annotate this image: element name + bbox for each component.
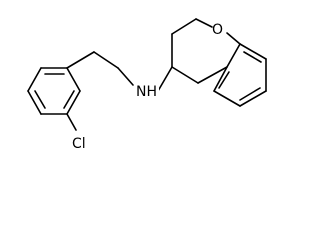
- double-bond-ring2-a: [243, 51, 262, 63]
- bond-ring2-f: [213, 66, 228, 92]
- double-bond-ring1-b: [63, 90, 75, 109]
- bond-c-cl: [66, 113, 77, 131]
- bond-ring1-e: [27, 90, 42, 115]
- double-bond-ring1-c: [34, 90, 46, 109]
- chlorophenyl-ring: [27, 67, 81, 115]
- bond-ring1-f: [27, 67, 42, 92]
- bond-ring1-b: [66, 67, 81, 92]
- chroman-benzene-ring: [213, 43, 267, 107]
- bond-ring2-b: [239, 43, 267, 60]
- bond-ring-ch2: [66, 51, 95, 69]
- chroman-pyran-ring: [171, 18, 241, 84]
- bond-c4a-c8a: [197, 66, 228, 84]
- bond-c3-c2: [171, 18, 197, 35]
- double-bond-ring2-c: [218, 71, 230, 89]
- bond-n-c4: [157, 66, 173, 92]
- nitrogen-atom-label: NH: [136, 84, 157, 100]
- bond-ch2-n: [93, 51, 119, 69]
- bond-ch2-n-end: [117, 67, 134, 86]
- bond-ring2-d: [239, 90, 267, 107]
- bond-c4-c4a: [171, 66, 199, 84]
- bond-c2-o: [195, 18, 213, 28]
- nitrogen-label-bg: [131, 80, 159, 100]
- bond-ring1-c: [66, 90, 81, 115]
- oxygen-atom-label: O: [212, 22, 223, 38]
- bond-ring2-a: [226, 43, 241, 68]
- bond-ring2-e: [213, 90, 241, 107]
- chlorine-atom-label: Cl: [72, 136, 86, 151]
- double-bond-ring2-b: [239, 87, 261, 101]
- bond-o-c8a: [226, 32, 241, 45]
- molecule-structure: Cl NH O: [27, 18, 267, 151]
